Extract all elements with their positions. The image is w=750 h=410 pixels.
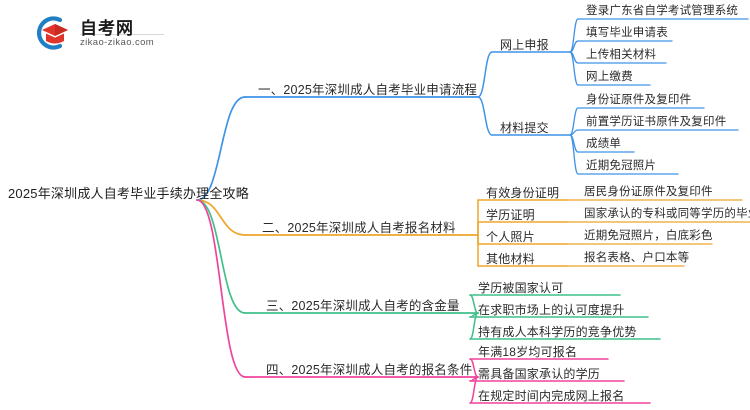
branch-2-child-0-label[interactable]: 有效身份证明 <box>486 186 560 200</box>
branch-1-child-0-leaf-0-label[interactable]: 登录广东省自学考试管理系统 <box>586 5 739 17</box>
edge-branch-1-child-1-leaf-0 <box>569 107 579 136</box>
edge-branch-1-child-0-leaf-3 <box>569 51 579 86</box>
graduation-cap-icon <box>37 16 68 50</box>
edge-branch-1-child-1-leaf-1 <box>569 129 579 136</box>
branch-2-child-3-label[interactable]: 其他材料 <box>486 252 535 266</box>
edge-branch-1-child-0 <box>477 51 493 98</box>
branch-1-label[interactable]: 一、2025年深圳成人自考毕业申请流程 <box>258 83 478 97</box>
edge-branch-1-child-0-leaf-1 <box>569 40 579 53</box>
branch-3-child-0-label[interactable]: 学历被国家认可 <box>478 281 564 295</box>
branch-2-child-2-label[interactable]: 个人照片 <box>486 230 535 244</box>
branch-4-child-2-label[interactable]: 在规定时间内完成网上报名 <box>478 389 625 403</box>
edge-branch-1-child-1-leaf-2 <box>569 134 579 153</box>
branch-1-child-0-leaf-1-label[interactable]: 填写毕业申请表 <box>586 27 668 39</box>
edge-root-to-branch-2 <box>196 199 246 236</box>
edge-root-to-branch-4 <box>196 199 246 378</box>
edge-branch-3-child-1 <box>469 312 479 318</box>
branch-2-label[interactable]: 二、2025年深圳成人自考报名材料 <box>262 221 456 235</box>
edge-branch-3-child-0 <box>469 294 479 314</box>
logo-domain: zikao-zikao.com <box>80 37 155 48</box>
root-node-label: 2025年深圳成人自考毕业手续办理全攻略 <box>8 186 249 201</box>
branch-2-child-1-label[interactable]: 学历证明 <box>486 208 535 222</box>
branch-1-child-1-leaf-0-label[interactable]: 身份证原件及复印件 <box>586 94 692 106</box>
branch-3-label[interactable]: 三、2025年深圳成人自考的含金量 <box>266 299 460 313</box>
logo-divider <box>80 34 164 35</box>
edge-branch-1-child-0-leaf-2 <box>569 51 579 64</box>
edge-branch-3-child-2 <box>469 312 479 340</box>
branch-1-child-1-leaf-3-label[interactable]: 近期免冠照片 <box>586 160 657 172</box>
branch-3-child-2-label[interactable]: 持有成人本科学历的竞争优势 <box>478 325 637 339</box>
edge-branch-4-child-1 <box>469 376 479 382</box>
branch-4-child-1-label[interactable]: 需具备国家承认的学历 <box>478 367 601 381</box>
logo-wordmark: 自考网 <box>80 19 134 38</box>
branch-2-child-0-leaf-0-label[interactable]: 居民身份证原件及复印件 <box>584 186 713 198</box>
edge-root-to-branch-3 <box>196 199 246 314</box>
edge-branch-1-child-1-leaf-3 <box>569 134 579 175</box>
edge-branch-4-child-2 <box>469 376 479 404</box>
branch-1-child-0-leaf-2-label[interactable]: 上传相关材料 <box>586 49 657 61</box>
branch-2-child-1-leaf-0-label[interactable]: 国家承认的专科或同等学历的毕业证书 <box>584 208 750 220</box>
branch-1-child-1-leaf-2-label[interactable]: 成绩单 <box>586 138 622 150</box>
edge-branch-1-child-0-leaf-0 <box>569 18 579 53</box>
branch-3-child-1-label[interactable]: 在求职市场上的认可度提升 <box>478 303 625 317</box>
site-logo: 自考网 zikao-zikao.com <box>30 10 170 56</box>
edge-branch-1-child-1 <box>477 96 493 136</box>
edge-root-to-branch-1 <box>196 96 246 201</box>
branch-4-child-0-label[interactable]: 年满18岁均可报名 <box>478 345 578 359</box>
branch-1-child-1-leaf-1-label[interactable]: 前置学历证书原件及复印件 <box>586 116 727 128</box>
branch-2-child-3-leaf-0-label[interactable]: 报名表格、户口本等 <box>584 252 690 264</box>
branch-4-label[interactable]: 四、2025年深圳成人自考的报名条件 <box>266 363 473 377</box>
branch-1-child-0-label[interactable]: 网上申报 <box>500 38 549 52</box>
branch-1-child-0-leaf-3-label[interactable]: 网上缴费 <box>586 71 633 83</box>
branch-2-child-2-leaf-0-label[interactable]: 近期免冠照片，白底彩色 <box>584 230 713 242</box>
branch-1-child-1-label[interactable]: 材料提交 <box>500 121 549 135</box>
